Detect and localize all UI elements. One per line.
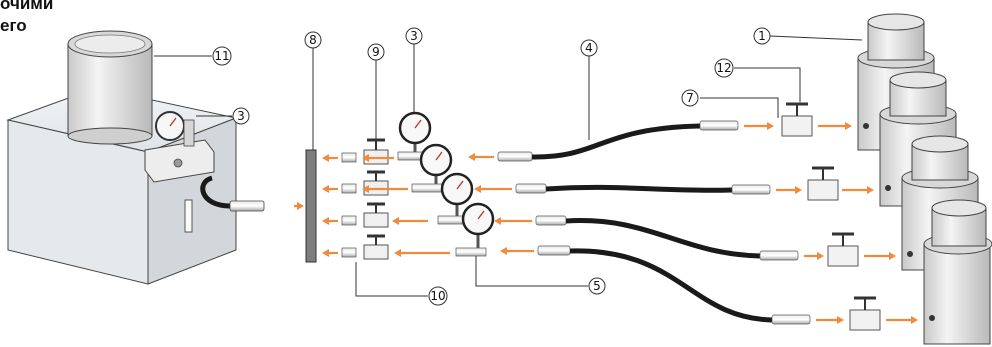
- callout-11: 11: [212, 46, 232, 66]
- shutoff-valve-4: [849, 296, 881, 331]
- callout-label: 3: [410, 29, 418, 43]
- callout-markers: 1 12 7 4 3 9 8 11 3 5 10: [212, 27, 771, 306]
- manifold-bar: [305, 149, 317, 263]
- flow-arrow-head: [322, 249, 329, 257]
- callout-label: 4: [585, 41, 593, 55]
- callout-12: 12: [714, 58, 734, 78]
- shutoff-valve-1: [781, 102, 813, 137]
- pressure-gauge-1: [397, 111, 433, 161]
- pump-reservoir-bottom: [67, 127, 153, 145]
- pump-outlet-hose: [200, 175, 231, 209]
- callout-5: 5: [588, 277, 606, 295]
- flow-arrow-head: [817, 252, 824, 260]
- callout-7: 7: [681, 89, 699, 107]
- flow-arrows: [294, 122, 918, 324]
- callout-3-pump: 3: [232, 107, 250, 125]
- pressure-gauge-3: [437, 172, 474, 225]
- callout-label: 1: [758, 29, 766, 43]
- callout-label: 5: [593, 279, 601, 293]
- flow-arrow-head: [837, 316, 844, 324]
- hydraulic-hoses: [497, 120, 811, 325]
- pressure-gauge-2: [411, 143, 453, 193]
- pump-sight-glass: [184, 199, 193, 233]
- pressure-gauges: [397, 111, 495, 257]
- flow-arrow-head: [392, 217, 399, 225]
- pump-reservoir: [67, 43, 153, 137]
- callout-label: 7: [686, 91, 694, 105]
- manifold-fittings: [341, 152, 357, 258]
- flow-arrow-head: [845, 122, 852, 130]
- flow-arrow-head: [297, 202, 304, 210]
- hose-2: [515, 183, 771, 195]
- hydraulic-cylinders: [857, 13, 992, 345]
- flow-arrow-head: [867, 186, 874, 194]
- callout-10: 10: [428, 286, 448, 306]
- hose-1: [497, 120, 739, 162]
- pump-unit: [6, 30, 265, 285]
- flow-arrow-head: [468, 153, 475, 161]
- flow-arrow-head: [500, 247, 507, 255]
- header-line-2: его: [0, 16, 27, 35]
- shutoff-valves: [781, 102, 881, 331]
- needle-valve-4: [363, 234, 389, 260]
- callout-8: 8: [304, 31, 322, 49]
- callout-label: 3: [237, 109, 245, 123]
- flow-arrow-head: [767, 122, 774, 130]
- callout-9: 9: [367, 43, 385, 61]
- flow-arrow-head: [494, 217, 501, 225]
- flow-arrow-head: [322, 217, 329, 225]
- shutoff-valve-3: [827, 232, 859, 267]
- callout-4: 4: [580, 39, 598, 57]
- cylinder-4: [923, 199, 992, 345]
- hose-3: [535, 215, 799, 261]
- callout-label: 12: [716, 61, 731, 75]
- flow-arrow-head: [362, 154, 369, 162]
- flow-arrow-head: [322, 185, 329, 193]
- callout-label: 10: [430, 289, 445, 303]
- callout-leaders: [154, 35, 863, 297]
- callout-label: 8: [309, 33, 317, 47]
- flow-arrow-head: [362, 185, 369, 193]
- pump-outlet-fitting: [229, 200, 265, 212]
- flow-arrow-head: [911, 316, 918, 324]
- shutoff-valve-2: [807, 166, 839, 201]
- needle-valve-3: [363, 202, 389, 228]
- pressure-gauge-4: [455, 202, 495, 257]
- callout-label: 9: [372, 45, 380, 59]
- callout-3: 3: [405, 27, 423, 45]
- flow-arrow-head: [394, 249, 401, 257]
- header-line-1: очими: [0, 0, 54, 13]
- flow-arrow-head: [795, 186, 802, 194]
- flow-arrow-head: [322, 154, 329, 162]
- hose-4: [537, 245, 811, 325]
- callout-1: 1: [753, 27, 771, 45]
- flow-arrow-head: [889, 252, 896, 260]
- callout-label: 11: [214, 49, 229, 63]
- flow-arrow-head: [474, 185, 481, 193]
